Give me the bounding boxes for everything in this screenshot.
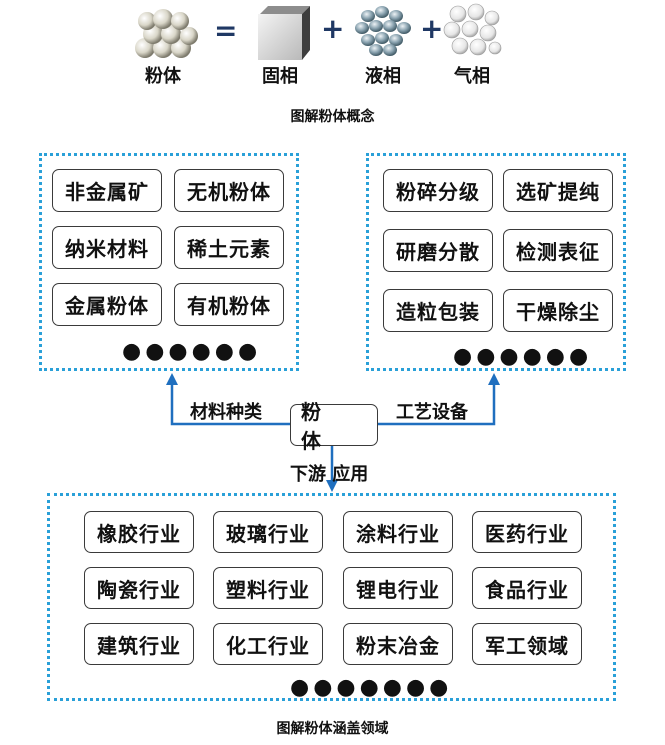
- arrow-up-right-icon: [488, 373, 500, 385]
- application-tile: 锂电行业: [343, 567, 453, 609]
- left-connector-line: [170, 382, 290, 426]
- process-tile: 造粒包装: [383, 289, 493, 332]
- plus-sign-1: +: [321, 12, 345, 45]
- application-tile: 陶瓷行业: [84, 567, 194, 609]
- application-tile: 建筑行业: [84, 623, 194, 665]
- liquid-cluster-icon: [355, 6, 411, 56]
- process-equipment-label: 工艺设备: [396, 402, 468, 423]
- applications-ellipsis: ●●●●●●●: [290, 675, 453, 700]
- gas-cluster-icon: [443, 3, 502, 56]
- material-tile: 有机粉体: [174, 283, 284, 326]
- material-tile: 非金属矿: [52, 169, 162, 212]
- solid-cube-icon: [258, 6, 310, 60]
- process-group: 粉碎分级 选矿提纯 研磨分散 检测表征 造粒包装 干燥除尘 ●●●●●●: [366, 153, 626, 371]
- application-tile: 食品行业: [472, 567, 582, 609]
- solid-label: 固相: [262, 66, 298, 87]
- process-tile: 干燥除尘: [503, 289, 613, 332]
- process-tile: 研磨分散: [383, 229, 493, 272]
- process-tile: 选矿提纯: [503, 169, 613, 212]
- arrow-up-left-icon: [166, 373, 178, 385]
- material-types-label: 材料种类: [190, 402, 262, 423]
- concept-caption: 图解粉体概念: [290, 109, 375, 125]
- arrow-down-icon: [326, 480, 338, 492]
- material-tile: 稀土元素: [174, 226, 284, 269]
- process-tile: 粉碎分级: [383, 169, 493, 212]
- bottom-caption: 图解粉体涵盖领域: [276, 721, 389, 737]
- right-connector-line: [378, 382, 496, 426]
- powder-spheres-icon: [135, 9, 198, 58]
- process-ellipsis: ●●●●●●: [453, 344, 593, 369]
- application-tile: 涂料行业: [343, 511, 453, 553]
- application-tile: 化工行业: [213, 623, 323, 665]
- center-powder-box: 粉 体: [290, 400, 378, 453]
- material-tile: 纳米材料: [52, 226, 162, 269]
- downstream-label: 下游 应用: [290, 464, 369, 485]
- materials-group: 非金属矿 无机粉体 纳米材料 稀土元素 金属粉体 有机粉体 ●●●●●●: [39, 153, 299, 371]
- application-tile: 橡胶行业: [84, 511, 194, 553]
- equals-sign: =: [214, 14, 238, 47]
- application-tile: 塑料行业: [213, 567, 323, 609]
- application-tile: 医药行业: [472, 511, 582, 553]
- materials-ellipsis: ●●●●●●: [122, 339, 262, 364]
- powder-label: 粉体: [145, 66, 181, 87]
- application-tile: 玻璃行业: [213, 511, 323, 553]
- process-tile: 检测表征: [503, 229, 613, 272]
- application-tile: 粉末冶金: [343, 623, 453, 665]
- material-tile: 无机粉体: [174, 169, 284, 212]
- plus-sign-2: +: [420, 12, 444, 45]
- liquid-label: 液相: [365, 66, 401, 87]
- application-tile: 军工领域: [472, 623, 582, 665]
- applications-group: 橡胶行业 玻璃行业 涂料行业 医药行业 陶瓷行业 塑料行业 锂电行业 食品行业 …: [47, 493, 616, 701]
- material-tile: 金属粉体: [52, 283, 162, 326]
- concept-row: 粉体 = 固相 + 液相 +: [0, 0, 665, 100]
- gas-label: 气相: [454, 66, 490, 87]
